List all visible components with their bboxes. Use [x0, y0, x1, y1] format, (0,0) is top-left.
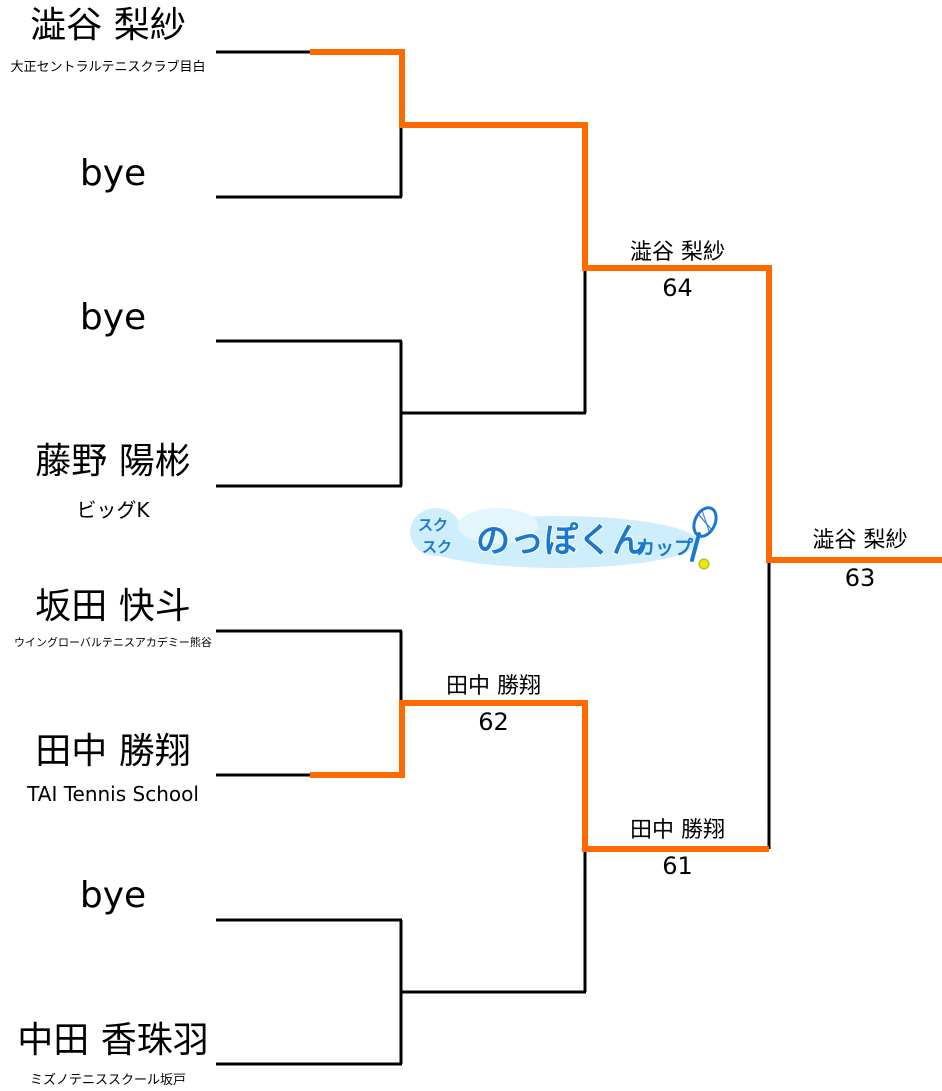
player-4-club: ビッグK — [76, 498, 150, 522]
semi-top-score: 64 — [662, 274, 693, 302]
player-8-name: 中田 香珠羽 — [17, 1020, 209, 1061]
semi-top-winner: 澁谷 梨紗 — [630, 240, 725, 265]
player-5-name: 坂田 快斗 — [35, 586, 191, 627]
qf-bottom-score: 62 — [478, 708, 509, 736]
player-2-name: bye — [79, 153, 147, 194]
player-7-name: bye — [79, 875, 147, 916]
winner-path-top — [310, 49, 942, 563]
logo-line1: スク — [418, 516, 448, 534]
logo-main: のっぽくん — [476, 521, 646, 561]
final-winner: 澁谷 梨紗 — [812, 528, 908, 553]
player-1-club: 大正セントラルテニスクラブ目白 — [10, 60, 206, 75]
logo-line2: スク — [422, 538, 452, 556]
player-5-club: ウイングローバルテニスアカデミー熊谷 — [14, 636, 212, 649]
semi-bottom-score: 61 — [662, 852, 693, 880]
player-4-name: 藤野 陽彬 — [35, 441, 191, 482]
winner-path-bottom — [310, 700, 769, 852]
tournament-logo: スク スク のっぽくん カップ — [410, 506, 718, 570]
bracket-black-lines — [216, 50, 771, 1066]
logo-cloud-bg — [410, 508, 698, 568]
player-6-club: TAI Tennis School — [27, 782, 199, 806]
player-6-name: 田中 勝翔 — [35, 731, 191, 772]
logo-sub: カップ — [636, 536, 694, 559]
tennis-racket-icon — [690, 506, 718, 562]
tennis-ball-icon — [698, 558, 710, 570]
player-8-club: ミズノテニススクール坂戸 — [29, 1073, 186, 1088]
qf-bottom-winner: 田中 勝翔 — [446, 674, 541, 699]
final-score: 63 — [844, 564, 876, 592]
player-3-name: bye — [79, 297, 147, 338]
player-1-name: 澁谷 梨紗 — [30, 5, 186, 46]
semi-bottom-winner: 田中 勝翔 — [630, 818, 725, 843]
